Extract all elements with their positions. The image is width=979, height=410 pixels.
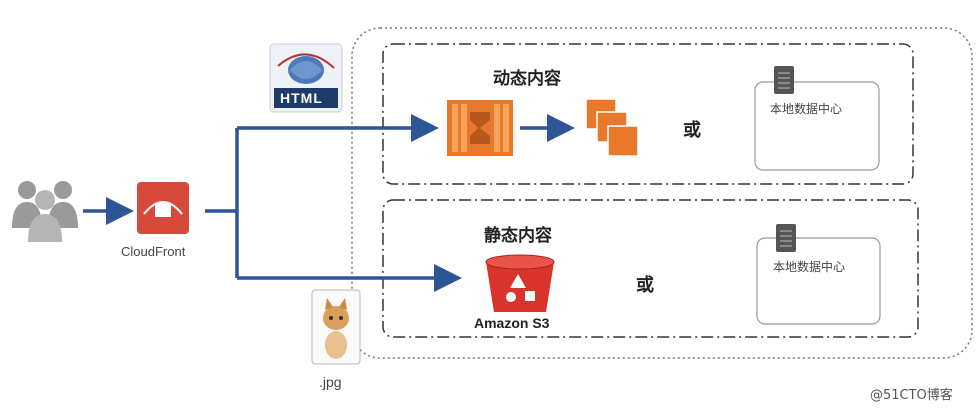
dynamic-content-title: 动态内容 bbox=[493, 69, 561, 89]
dynamic-or-label: 或 bbox=[683, 120, 701, 141]
jpg-image-icon bbox=[311, 289, 361, 365]
outer-origin-region bbox=[351, 27, 973, 359]
users-icon bbox=[12, 181, 78, 242]
html-label: HTML bbox=[280, 90, 323, 106]
flow-arrows bbox=[83, 114, 575, 292]
static-or-label: 或 bbox=[636, 275, 654, 296]
ec2-icon bbox=[447, 100, 513, 156]
static-content-group bbox=[382, 199, 919, 338]
server-icon-static bbox=[776, 224, 796, 252]
jpg-label: .jpg bbox=[319, 374, 342, 390]
static-content-title: 静态内容 bbox=[484, 226, 552, 246]
dynamic-datacenter-label: 本地数据中心 bbox=[770, 102, 843, 116]
arrow-cloudfront-split bbox=[205, 128, 239, 278]
s3-bucket-icon bbox=[485, 254, 555, 312]
s3-label: Amazon S3 bbox=[474, 315, 550, 331]
static-datacenter-label: 本地数据中心 bbox=[773, 260, 846, 274]
datacenter-box-static bbox=[756, 237, 881, 325]
server-icon-dynamic bbox=[774, 66, 794, 94]
cloudfront-icon bbox=[137, 182, 189, 234]
datacenter-box-dynamic bbox=[754, 81, 880, 171]
cloudfront-label: CloudFront bbox=[121, 244, 186, 259]
instances-icon bbox=[585, 98, 639, 157]
watermark: @51CTO博客 bbox=[870, 388, 953, 403]
html-document-icon bbox=[269, 43, 343, 113]
